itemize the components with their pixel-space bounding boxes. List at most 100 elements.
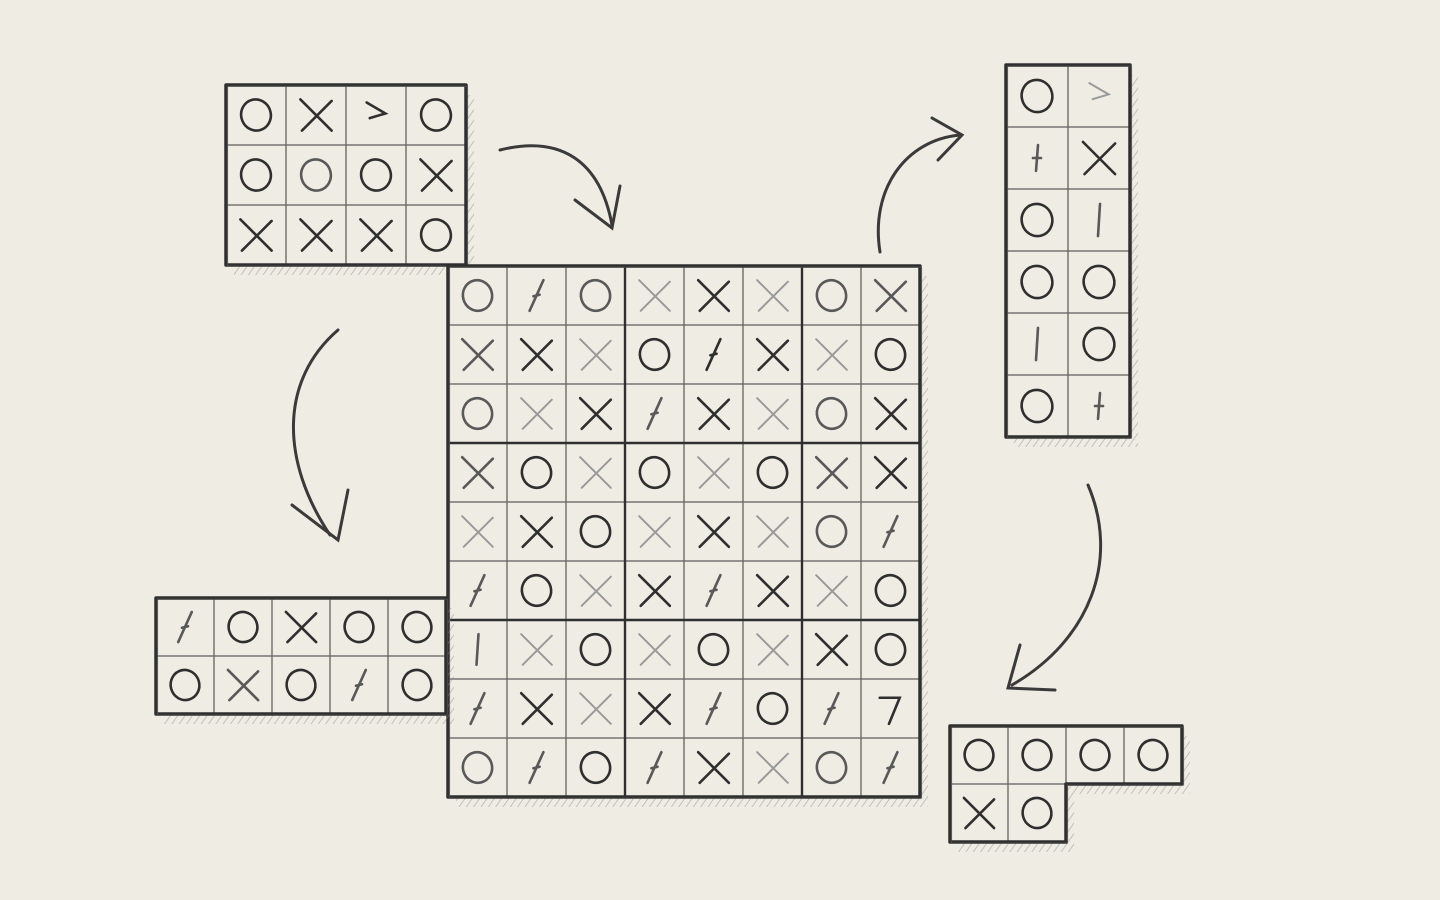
mark-4-1 [1082, 326, 1116, 362]
mark-0-2 [365, 101, 389, 120]
mark-3-6 [814, 455, 849, 490]
mark-5-5 [755, 573, 790, 608]
board-bottom-right [942, 718, 1194, 860]
mark-2-2 [578, 396, 613, 431]
mark-3-0 [1020, 264, 1054, 300]
mark-5-1 [1093, 391, 1105, 421]
mark-7-0 [469, 691, 486, 726]
mark-0-3 [1137, 738, 1169, 772]
mark-0-3 [638, 279, 671, 312]
board-right-tall [998, 57, 1138, 450]
mark-5-4 [705, 573, 722, 608]
mark-5-0 [1020, 388, 1054, 424]
board-left-wide [148, 590, 454, 732]
mark-6-7 [874, 632, 907, 667]
mark-0-3 [343, 610, 375, 644]
mark-2-0 [239, 218, 273, 252]
mark-7-5 [756, 691, 789, 726]
mark-1-1 [519, 337, 554, 372]
board-background [156, 656, 446, 714]
mark-1-0 [1031, 143, 1043, 173]
board-frame [446, 264, 922, 799]
mark-4-3 [638, 515, 671, 548]
mark-2-5 [756, 397, 789, 430]
mark-8-5 [756, 751, 789, 784]
mark-7-3 [637, 691, 672, 726]
mark-0-4 [696, 278, 731, 313]
mark-2-0 [1020, 202, 1054, 238]
mark-3-4 [697, 456, 730, 489]
mark-1-4 [705, 337, 722, 372]
board-top-left [218, 77, 474, 275]
mark-0-6 [815, 278, 848, 313]
mark-3-2 [579, 456, 612, 489]
board-frame-sketch [226, 85, 469, 267]
mark-3-7 [873, 455, 908, 490]
mark-4-6 [815, 514, 848, 549]
mark-1-0 [239, 158, 273, 192]
mark-6-0 [475, 632, 480, 667]
mark-7-6 [823, 691, 840, 726]
mark-1-2 [579, 338, 612, 371]
mark-5-1 [520, 573, 553, 608]
mark-1-7 [874, 337, 907, 372]
mark-1-5 [755, 337, 790, 372]
mark-6-2 [579, 632, 612, 667]
mark-3-0 [460, 455, 495, 490]
mark-7-7 [878, 696, 902, 726]
mark-1-6 [815, 338, 848, 371]
mark-8-4 [696, 750, 731, 785]
arrow-icon [498, 144, 622, 231]
mark-5-7 [874, 573, 907, 608]
mark-2-7 [873, 396, 908, 431]
mark-1-3 [419, 158, 453, 192]
mark-8-6 [815, 750, 848, 785]
mark-6-5 [756, 633, 789, 666]
mark-2-4 [696, 396, 731, 431]
mark-5-2 [579, 574, 612, 607]
mark-0-2 [579, 278, 612, 313]
mark-0-1 [528, 278, 545, 313]
mark-4-4 [696, 514, 731, 549]
board-frame [224, 83, 468, 267]
board-frame [1004, 63, 1132, 439]
mark-0-0 [963, 738, 995, 772]
mark-0-0 [176, 610, 194, 644]
mark-0-0 [461, 278, 494, 313]
mark-3-1 [1082, 264, 1116, 300]
mark-1-2 [359, 158, 393, 192]
mark-1-1 [299, 158, 333, 192]
mark-2-1 [520, 397, 553, 430]
box-dividers [448, 266, 920, 797]
mark-0-2 [1079, 738, 1111, 772]
mark-5-6 [815, 574, 848, 607]
mark-8-1 [528, 750, 545, 785]
board-frame-sketch [1006, 65, 1133, 439]
mark-1-0 [460, 337, 495, 372]
board-frame-sketch [448, 266, 923, 799]
board-frame-sketch [950, 726, 1185, 844]
arrow-icon [290, 328, 350, 543]
mark-0-1 [227, 610, 259, 644]
mark-2-0 [461, 396, 494, 431]
mark-1-3 [638, 337, 671, 372]
board-frame-sketch [156, 598, 449, 716]
mark-0-3 [419, 98, 453, 132]
mark-0-0 [1020, 78, 1054, 114]
mark-5-3 [637, 573, 672, 608]
mark-6-1 [520, 633, 553, 666]
mark-4-0 [1034, 326, 1040, 362]
mark-5-0 [469, 573, 486, 608]
mark-2-1 [1096, 202, 1102, 238]
mark-2-3 [419, 218, 453, 252]
mark-8-0 [461, 750, 494, 785]
mark-3-3 [638, 455, 671, 490]
arrow-icon [876, 116, 965, 254]
mark-7-4 [705, 691, 722, 726]
mark-8-7 [882, 750, 899, 785]
mark-2-2 [359, 218, 393, 252]
mark-8-3 [646, 750, 663, 785]
mark-3-5 [756, 455, 789, 490]
